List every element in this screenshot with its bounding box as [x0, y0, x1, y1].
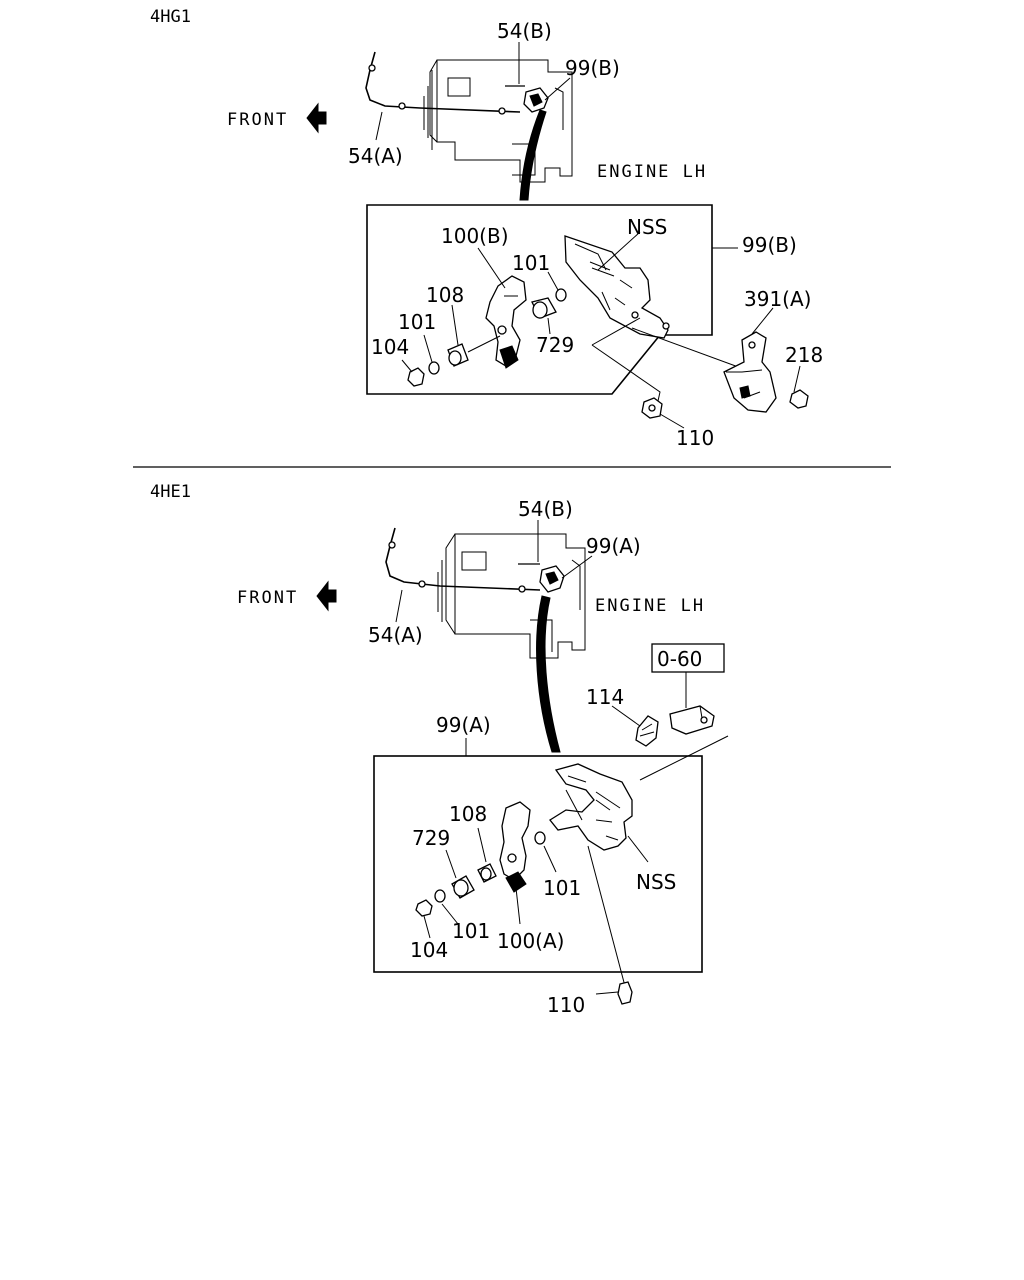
clip-114: [635, 715, 659, 747]
callout-101-lower: 101: [398, 310, 436, 334]
engine-lh-label: ENGINE LH: [595, 596, 705, 616]
callout-729: 729: [412, 826, 450, 850]
callout-729: 729: [536, 333, 574, 357]
callout-101-upper: 101: [512, 251, 550, 275]
callout-218: 218: [785, 343, 823, 367]
callout-54b: 54(B): [497, 19, 552, 43]
callout-99a: 99(A): [586, 534, 641, 558]
engine-outline: [437, 533, 586, 659]
callout-110: 110: [547, 993, 585, 1017]
detail-connector: [519, 109, 547, 201]
lever-100b: [485, 275, 527, 369]
detail-box: [373, 755, 703, 973]
front-label: FRONT: [237, 588, 298, 608]
collar-108: [447, 343, 469, 367]
callout-100b: 100(B): [441, 224, 509, 248]
front-arrow-icon: [306, 102, 327, 134]
section-4hg1: 4HG1 FRONT 54(B) 99(B): [150, 7, 823, 450]
cable-54a: [365, 51, 521, 113]
callout-54a: 54(A): [348, 144, 403, 168]
callout-391a: 391(A): [744, 287, 811, 311]
section-title: 4HE1: [150, 482, 191, 502]
section-title: 4HG1: [150, 7, 191, 27]
callout-100a: 100(A): [497, 929, 564, 953]
front-label: FRONT: [227, 110, 288, 130]
bracket-nss: [564, 235, 670, 339]
callout-nss: NSS: [627, 215, 667, 239]
callout-99b: 99(B): [565, 56, 620, 80]
bolt-110: [641, 397, 663, 419]
throttle-assembly-small: [523, 87, 549, 113]
clip-bracket: [669, 705, 715, 735]
callout-54b: 54(B): [518, 497, 573, 521]
callout-108: 108: [449, 802, 487, 826]
callout-108: 108: [426, 283, 464, 307]
callout-104: 104: [371, 335, 409, 359]
engine-lh-label: ENGINE LH: [597, 162, 707, 182]
callout-104: 104: [410, 938, 448, 962]
bolt-110: [617, 981, 633, 1005]
collar-108: [477, 863, 497, 883]
section-4he1: 4HE1 FRONT 54(B) 99(A: [150, 482, 729, 1017]
callout-99b-box: 99(B): [742, 233, 797, 257]
callout-nss: NSS: [636, 870, 676, 894]
callout-54a: 54(A): [368, 623, 423, 647]
callout-99a-box: 99(A): [436, 713, 491, 737]
ref-box-label: 0-60: [657, 647, 702, 671]
callout-101-right: 101: [543, 876, 581, 900]
callout-101-left: 101: [452, 919, 490, 943]
callout-114: 114: [586, 685, 624, 709]
bracket-nss: [549, 763, 633, 851]
engine-outline: [423, 59, 573, 183]
bushing-729: [451, 875, 475, 899]
lever-100a: [499, 801, 531, 893]
cable-54a: [385, 527, 541, 591]
ref-box: [651, 643, 725, 673]
throttle-assembly-small: [539, 565, 565, 593]
front-arrow-icon: [316, 580, 337, 612]
bushing-729: [531, 297, 557, 319]
detail-connector: [536, 595, 561, 753]
callout-110: 110: [676, 426, 714, 450]
bracket-391a: [723, 331, 777, 413]
